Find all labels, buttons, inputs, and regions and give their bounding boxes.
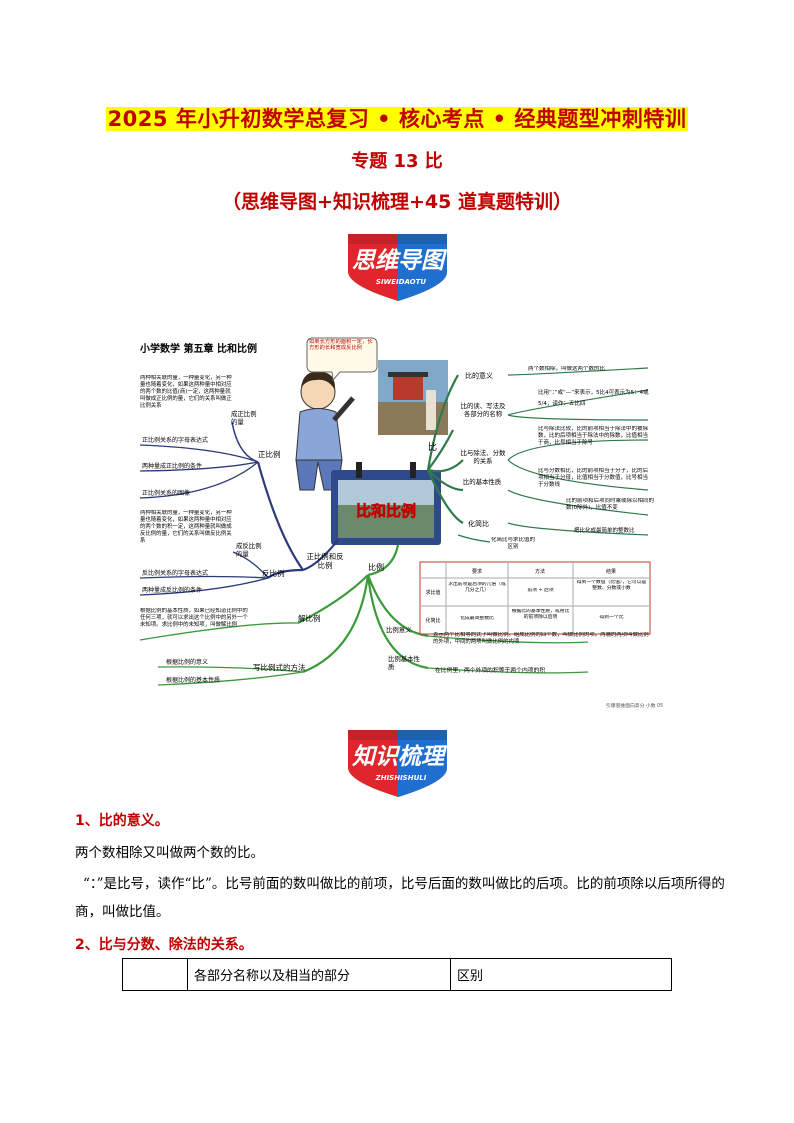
jiebili-label: 解比例 [298,613,321,623]
zhengbili-item-1: 正比例关系的字母表达式 [142,436,208,444]
table-cell [122,958,188,991]
document-title: 2025 年小升初数学总复习 • 核心考点 • 经典题型冲刺特训 [0,103,794,133]
bili-label: 比例 [368,562,384,572]
diff-table: 要求 方法 结果 求比值 化简比 [419,561,651,635]
bi-label: 比 [428,441,437,453]
diff-r1-c2: 前项 ÷ 后项 [527,588,554,593]
mindmap-badge-sub: SIWEIDAOTU [376,278,426,286]
zhengbili-def-label: 成正比例的量 [231,410,257,426]
diff-r1-c3: 得到一个数值（比值），它可以是整数、分数或小数 [576,580,647,591]
zhengbili-definition: 两种相关联的量，一种量变化，另一种量也随着变化，如果这两种量中相对应的两个数的比… [140,375,232,409]
mindmap-heading: 小学数学 第五章 比和比例 [139,342,257,355]
bi-item-2-desc: 比用“：”或“—”来表示，5比4可表示为5：4或5/4，读作：五比四 [538,390,649,407]
zhengbili-label: 正比例 [258,449,281,459]
diff-r2-c1: 化成最简整数比 [460,616,494,621]
knowledge-badge-logo: 知识梳理 ZHISHISHULI [348,730,448,797]
table-cell: 区别 [450,958,672,991]
xiebili-label: 写比例式的方法 [253,662,306,672]
cartoon-boy-illustration [295,371,355,491]
diff-r1-c0: 求比值 [425,589,440,596]
fanbili-def-label: 成反比例的量 [236,542,262,558]
content-subtitle: （思维导图+知识梳理+45 道真题特训） [222,191,572,213]
fanbili-definition: 两种相关联的量，一种量变化，另一种量也随着变化，如果这两种量中相对应的两个数的积… [140,510,232,544]
relation-table: 各部分名称以及相当的部分 区别 [122,958,672,991]
diff-r2-c3: 得到一个比 [599,615,624,620]
knowledge-badge: 知识梳理 ZHISHISHULI [343,724,453,799]
mindmap-figure: 小学数学 第五章 比和比例 如果长方形的面积一定，长方形的长和宽成反比例 [128,330,666,715]
diff-label: 化简比与求比值的区别 [490,537,535,550]
simplify-text: 把比化成最简单的整数比 [574,526,635,534]
bili-xingzhi-desc: 在比例里，两个外项的积等于两个内项的积 [435,666,545,674]
mindmap-svg: 小学数学 第五章 比和比例 如果长方形的面积一定，长方形的长和宽成反比例 [139,337,663,709]
mindmap-badge-logo: 思维导图 SIWEIDAOTU [348,234,448,301]
speech-bubble: 如果长方形的面积一定，长方形的长和宽成反比例 [306,337,378,382]
bi-item-5-label: 化简比 [468,519,489,528]
mindmap-footer: 引爆思维面向高分 小数 05 [606,702,663,709]
diff-r2-c2: 根据比的基本性质，或用比的前项除以后项 [511,609,570,620]
center-card: 比和比例 [331,462,441,545]
table-row: 各部分名称以及相当的部分 区别 [122,958,672,991]
bi-item-1-label: 比的意义 [465,371,493,380]
bi-item-5-desc: 比的前项和后项同时乘或除以相同的数(0除外)，比值不变 [566,498,654,511]
diff-head-2: 方法 [535,568,545,575]
city-photo [378,360,448,435]
bili-yiyi-desc: 表示两个比相等的式子叫做比例。组成比例的四个数，叫做比例的项。两端的两项叫做比例… [433,632,649,645]
bi-item-4-desc: 比与分数相比，比的前项相当于分子，比的后项相当于分母，比值相当于分数值，比号相当… [538,468,649,488]
fanbili-item-2: 两种量成反比例的条件 [142,586,202,594]
topic-subtitle: 专题 13 比 [351,151,443,172]
zfb-label: 正比例和反比例 [306,552,344,570]
diff-r2-c0: 化简比 [425,617,440,624]
zhengbili-item-3: 正比例关系的图像 [142,489,190,497]
bi-item-2-label: 比的读、写法及各部分的名称 [460,402,506,418]
bi-item-1-desc: 两个数相除，叫做这两个数的比 [528,366,606,372]
section-1-paragraph-1: 两个数相除又叫做两个数的比。 [75,845,264,861]
section-2-heading: 2、比与分数、除法的关系。 [75,937,253,953]
mindmap-badge-text: 思维导图 [352,248,448,274]
table-cell: 各部分名称以及相当的部分 [187,958,451,991]
center-title: 比和比例 [356,502,416,520]
xiebili-item-2: 根据比例的基本性质 [166,676,220,684]
bi-item-4-label: 比的基本性质 [462,478,502,486]
bi-item-3-desc: 比与除法比较，比的前项相当于除法中的被除数，比的后项相当于除法中的除数，比值相当… [538,426,649,446]
section-1-heading: 1、比的意义。 [75,813,169,829]
fanbili-item-1: 反比例关系的字母表达式 [142,569,208,577]
title-text: 2025 年小升初数学总复习 • 核心考点 • 经典题型冲刺特训 [105,107,689,131]
section-1-paragraph-2: “：”是比号，读作“比”。比号前面的数叫做比的前项，比号后面的数叫做比的后项。比… [75,876,725,920]
diff-head-1: 要求 [472,568,482,575]
mindmap-badge: 思维导图 SIWEIDAOTU [343,228,453,303]
bi-item-3-label: 比与除法、分数的关系 [460,449,506,465]
fanbili-label: 反比例 [262,568,285,578]
bili-yiyi-label: 比例意义 [386,626,412,634]
diff-head-3: 结果 [606,568,616,575]
speech-bubble-text: 如果长方形的面积一定，长方形的长和宽成反比例 [309,339,373,352]
jiebili-definition: 根据比例的基本性质，如果已经知道比例中的任何三项，就可以求出这个比例中的另外一个… [140,608,248,628]
knowledge-badge-text: 知识梳理 [351,744,448,770]
bili-xingzhi-label: 比例基本性质 [388,655,420,671]
xiebili-item-1: 根据比例的意义 [166,658,208,666]
diff-r1-c1: 求出前项是后项的几倍（或几分之几） [448,582,506,593]
zhengbili-item-2: 两种量成正比例的条件 [142,462,202,470]
knowledge-badge-sub: ZHISHISHULI [375,774,427,782]
